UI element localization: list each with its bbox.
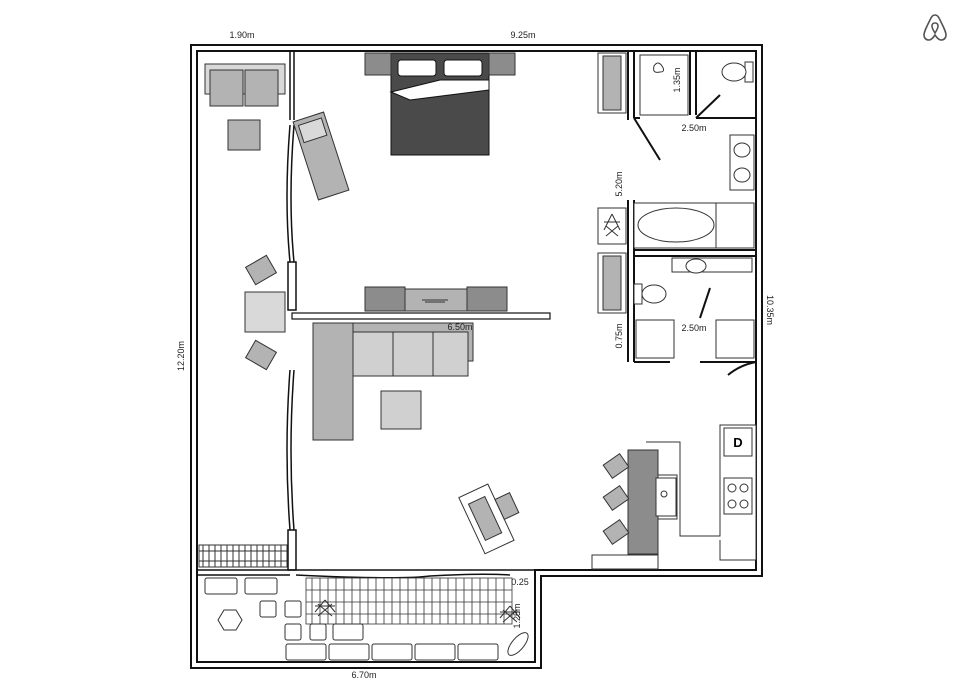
dimension-balcony-width: 1.90m: [229, 30, 254, 40]
dimension-living-width: 6.50m: [447, 322, 472, 332]
bathroom-walls: [627, 51, 757, 418]
dimension-terrace-b: 1.25m: [512, 603, 522, 628]
dimension-bath-width-bottom: 2.50m: [681, 323, 706, 333]
dimension-bottom-width: 6.70m: [351, 670, 376, 679]
second-bath-vanity: [671, 257, 753, 274]
double-vanity: [729, 134, 755, 191]
balcony-bistro-set: [244, 254, 286, 371]
balcony-glass-wall: [197, 51, 535, 579]
balcony-ottoman: [227, 119, 261, 151]
dryer: D: [723, 427, 753, 457]
storage-box-left: [635, 319, 675, 359]
chaise-lounge: [292, 111, 350, 201]
desk-with-chair: [458, 483, 520, 555]
bedroom-living-wall: [291, 312, 551, 320]
dimension-left-height: 12.20m: [176, 341, 186, 371]
dimension-bath-width-top: 2.50m: [681, 123, 706, 133]
airbnb-logo-icon: [923, 14, 947, 41]
dimension-hall-height: 5.20m: [614, 171, 624, 196]
balcony-planter-left: [198, 544, 288, 568]
sectional-sofa: [312, 322, 474, 441]
cooktop: [723, 477, 753, 515]
nightstand-right: [488, 52, 516, 76]
storage-box-right: [715, 319, 755, 359]
kitchen-sink: [655, 477, 677, 517]
bathtub: [633, 202, 755, 249]
dimension-wc-height: 1.35m: [672, 67, 682, 92]
bar-stools: [602, 453, 630, 545]
dimension-closet-height: 0.75m: [614, 323, 624, 348]
terrace-seating: [204, 577, 529, 661]
dimension-top-width: 9.25m: [510, 30, 535, 40]
terrace-plants: [314, 599, 521, 623]
bedroom-console: [364, 286, 508, 312]
kitchen-island: [627, 449, 659, 555]
balcony-sofa: [204, 63, 286, 107]
toilet-top: [721, 61, 754, 83]
dimension-right-height: 10.35m: [765, 295, 775, 325]
bed: [389, 52, 490, 156]
hall-plant: [597, 207, 627, 245]
dryer-label: D: [733, 435, 742, 450]
wardrobe-top-inner: [602, 55, 622, 111]
dimension-terrace-a: 0.25: [511, 577, 529, 587]
shower: [639, 54, 689, 116]
coffee-table: [380, 390, 422, 430]
wardrobe-mid-inner: [602, 255, 622, 311]
terrace-planter: [305, 577, 513, 625]
nightstand-left: [364, 52, 392, 76]
toilet-bottom: [633, 283, 667, 305]
